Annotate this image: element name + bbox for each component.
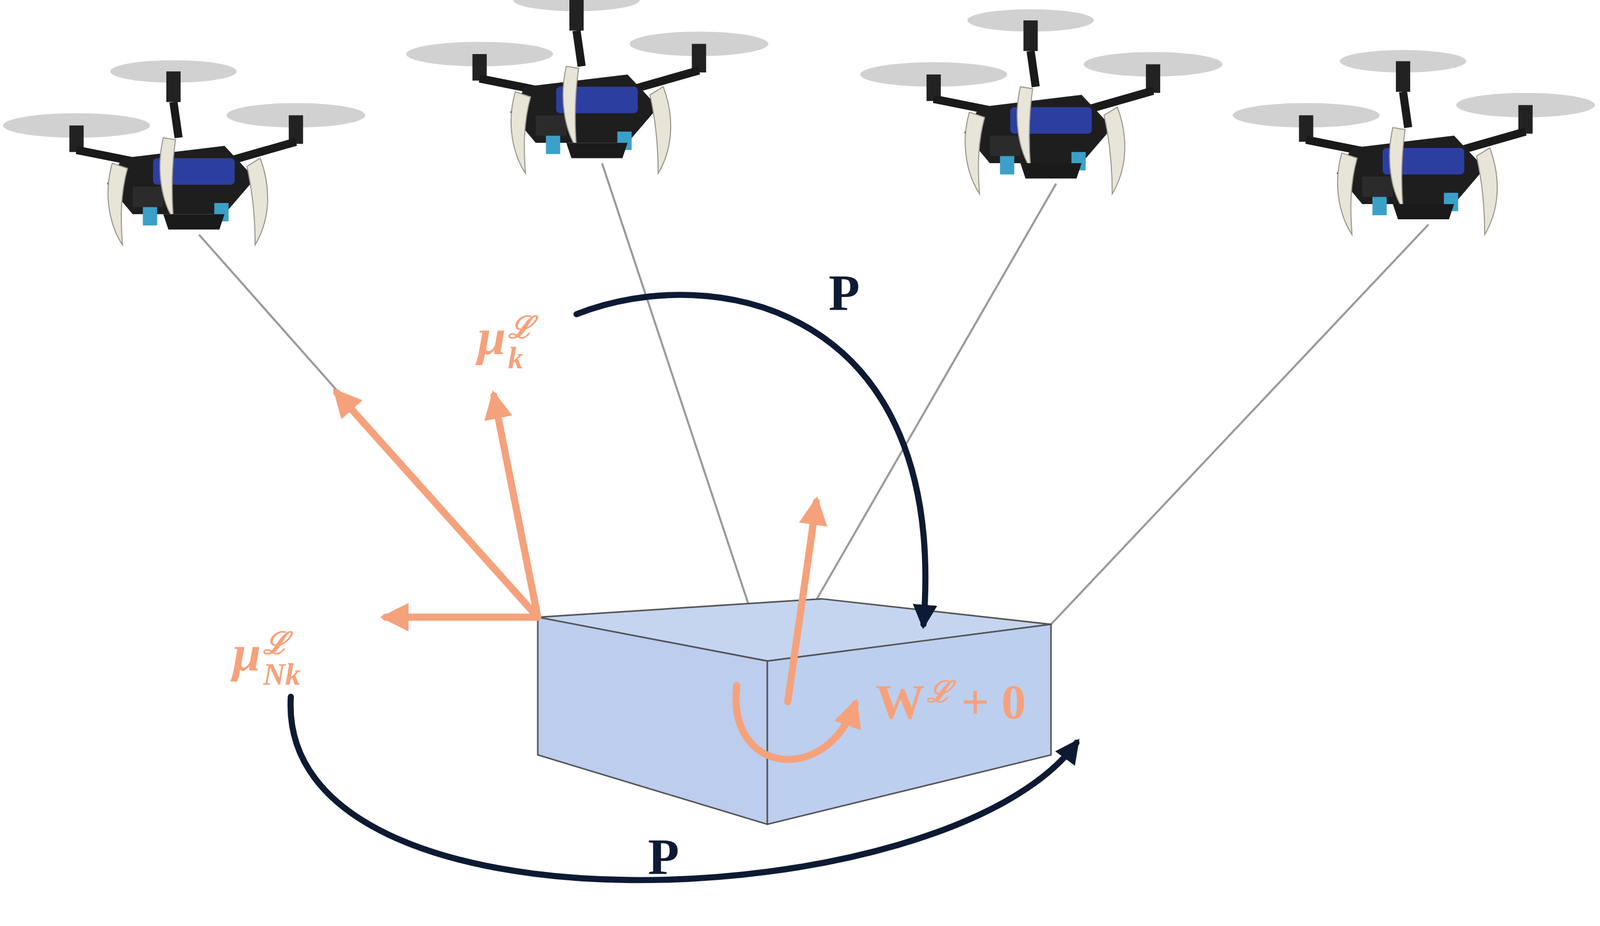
subscript: Nk	[262, 658, 301, 690]
math-label: P	[648, 831, 680, 883]
superscript: ℒ	[262, 628, 301, 659]
math-label: μℒNk	[232, 627, 301, 690]
math-label: P	[828, 267, 860, 319]
math-label: Wℒ + 0	[875, 677, 1026, 727]
math-label: μℒk	[477, 311, 534, 374]
symbol-base: μ	[477, 308, 506, 366]
symbol-base: μ	[232, 624, 261, 682]
index-stack: ℒk	[507, 311, 534, 374]
symbol-base: P	[648, 828, 680, 886]
superscript: ℒ	[926, 677, 952, 707]
subscript: k	[507, 342, 534, 373]
index-stack: ℒ	[926, 677, 952, 707]
symbol-base: W	[875, 674, 925, 729]
superscript: ℒ	[507, 311, 534, 343]
index-stack: ℒNk	[262, 628, 301, 690]
wrench-suffix: + 0	[961, 674, 1026, 729]
symbol-base: P	[828, 264, 860, 322]
